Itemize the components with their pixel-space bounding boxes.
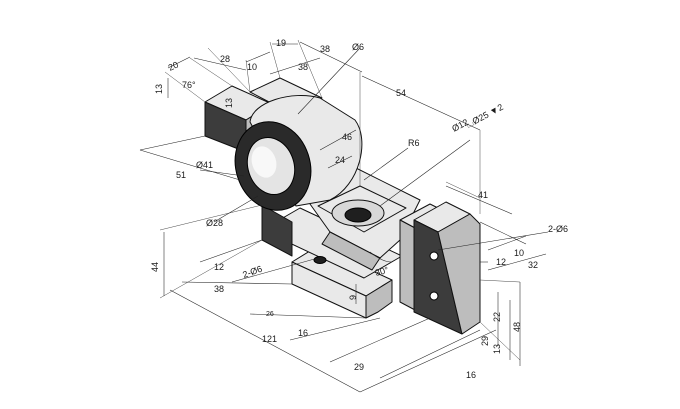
dim-phi28: Ø28 [206, 218, 223, 228]
dim-19: 19 [276, 38, 286, 48]
dim-51: 51 [176, 170, 186, 180]
dim-phi41: Ø41 [196, 160, 213, 170]
dim-9: 9 [348, 295, 358, 300]
dim-38-inner: 38 [298, 62, 308, 72]
dim-29-base: 29 [354, 362, 364, 372]
dim-121: 121 [262, 334, 277, 344]
dim-10-right: 10 [514, 248, 524, 258]
dimension-lines [139, 39, 549, 393]
dim-24: 24 [335, 155, 345, 165]
dim-16-right: 16 [466, 370, 476, 380]
dim-12-bottom: 12 [214, 262, 224, 272]
dim-16-base: 16 [298, 328, 308, 338]
dim-26: 26 [266, 311, 274, 318]
dim-20: 20 [167, 60, 180, 73]
dim-30deg: 30° [374, 265, 390, 278]
base-slab-left [261, 204, 293, 257]
right-upright-side [437, 213, 481, 335]
dim-38-top: 38 [320, 44, 330, 54]
dim-44: 44 [150, 262, 160, 272]
dim-r6: R6 [408, 138, 420, 148]
dim-13-block: 13 [224, 98, 234, 108]
base-foot-chamfer [365, 279, 393, 319]
dim-2phi6-right: 2-Ø6 [548, 224, 568, 234]
dim-38-bottom: 38 [214, 284, 224, 294]
central-web-shadow [321, 231, 381, 271]
counterbore-hole [344, 207, 372, 223]
dim-41-right: 41 [478, 190, 488, 200]
dim-13-left: 13 [154, 84, 164, 94]
part-body [204, 77, 481, 335]
dim-phi6: Ø6 [352, 42, 364, 52]
dim-28-top: 28 [220, 54, 230, 64]
dim-22: 22 [492, 312, 502, 322]
bore-inner-highlight [251, 146, 277, 178]
dim-29-right: 29 [480, 336, 490, 346]
right-hole-lower [429, 291, 439, 301]
dim-48: 48 [512, 322, 522, 332]
base-hole [313, 256, 327, 264]
right-hole-upper [429, 251, 439, 261]
dim-2phi6-bottom: 2-Ø6 [241, 264, 263, 280]
dim-32: 32 [528, 260, 538, 270]
dim-54: 54 [396, 88, 406, 98]
dim-46: 46 [342, 132, 352, 142]
dim-10: 10 [247, 62, 257, 72]
dim-76deg: 76° [182, 80, 196, 90]
dim-counterbore: ⌴Ø25 ▼2 [464, 102, 505, 130]
dim-12-right: 12 [496, 257, 506, 267]
dim-13-right: 13 [492, 344, 502, 354]
